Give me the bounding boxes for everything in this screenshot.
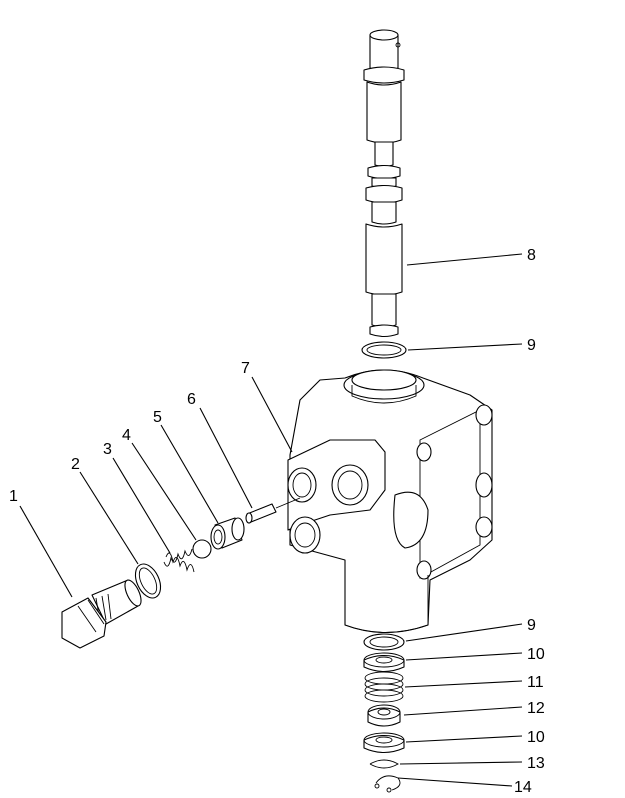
- spring-part-3: [163, 548, 195, 573]
- callout-5: 5: [153, 409, 162, 426]
- poppet-part-5: [210, 517, 245, 550]
- washer-part-10-upper: [363, 652, 405, 673]
- callout-10-upper: 10: [527, 646, 545, 663]
- valve-body-part-7: [287, 369, 493, 634]
- callout-9-lower: 9: [527, 617, 536, 634]
- callout-9-upper: 9: [527, 337, 536, 354]
- leader-lines: [19, 253, 523, 787]
- callout-1: 1: [9, 488, 18, 505]
- washer-part-10-lower: [363, 732, 405, 754]
- callout-13: 13: [527, 755, 545, 772]
- callout-12: 12: [527, 700, 545, 717]
- spacer-part-12: [367, 704, 401, 727]
- pin-part-6: [245, 497, 301, 524]
- o-ring-part-9-upper: [361, 341, 407, 359]
- callout-11: 11: [527, 674, 544, 691]
- o-ring-part-2: [134, 563, 162, 599]
- ball-part-4: [192, 539, 212, 559]
- retaining-ring-part-13: [369, 759, 399, 769]
- callout-3: 3: [103, 441, 112, 458]
- callout-4: 4: [122, 427, 131, 444]
- callout-7: 7: [241, 360, 250, 377]
- plug-part-1: [61, 579, 142, 649]
- spring-part-11: [364, 671, 404, 703]
- spool-part-8: [363, 29, 405, 338]
- callout-14: 14: [514, 779, 532, 796]
- callout-2: 2: [71, 456, 80, 473]
- callout-6: 6: [187, 391, 196, 408]
- callout-labels: 1 2 3 4 5 6 7 8 9 9 10 11 12 10 13 14: [9, 247, 545, 796]
- callout-10-lower: 10: [527, 729, 545, 746]
- o-ring-part-9-lower: [363, 633, 405, 651]
- snap-ring-part-14: [374, 775, 401, 793]
- callout-8: 8: [527, 247, 536, 264]
